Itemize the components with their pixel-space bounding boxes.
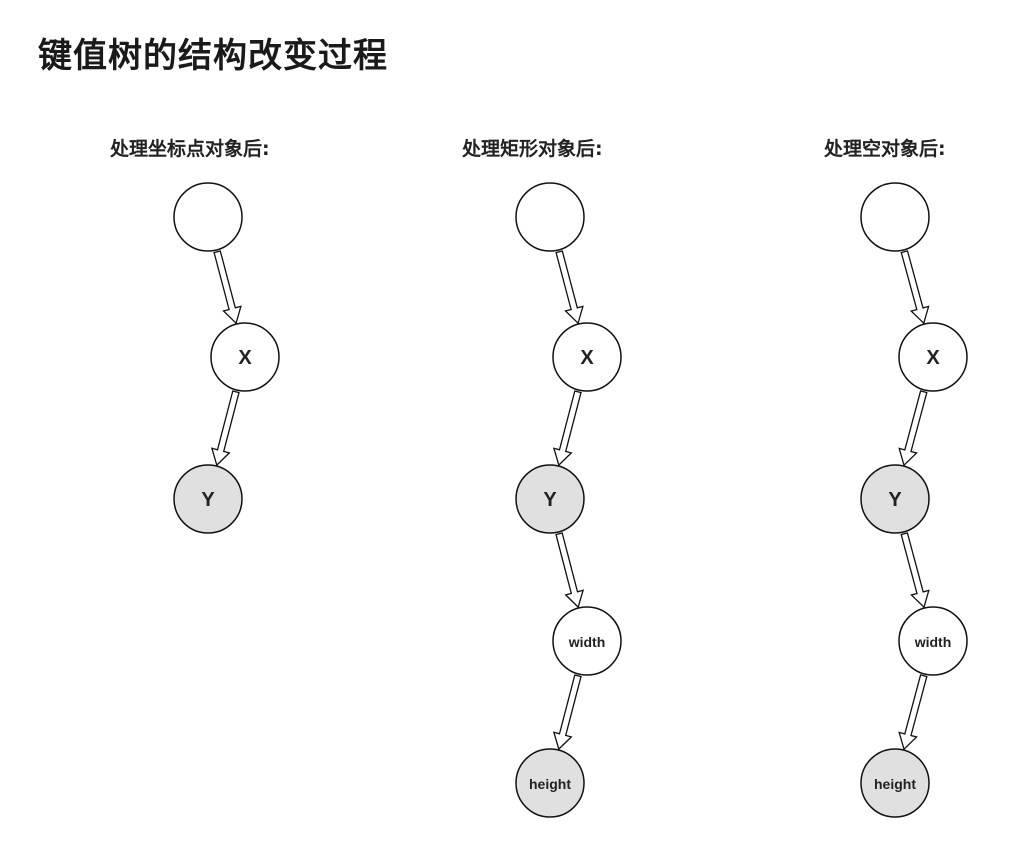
- node-label: Y: [888, 489, 902, 511]
- arrow-rectangle-3: [552, 674, 582, 751]
- tree-node: Y: [515, 464, 585, 534]
- node-circle: [860, 464, 930, 534]
- root-node: [860, 182, 930, 252]
- node-circle: [860, 182, 930, 252]
- tree-point: XY: [173, 182, 280, 534]
- arrow-empty-1: [898, 390, 928, 467]
- arrow-rectangle-1: [552, 390, 582, 467]
- arrow-rectangle-2: [555, 532, 585, 609]
- node-circle: [552, 322, 622, 392]
- node-circle: [515, 748, 585, 818]
- node-circle: [173, 464, 243, 534]
- node-circle: [860, 748, 930, 818]
- node-label: X: [580, 347, 594, 369]
- node-label: height: [874, 776, 916, 792]
- node-label: Y: [201, 489, 215, 511]
- root-node: [515, 182, 585, 252]
- node-label: X: [238, 347, 252, 369]
- node-circle: [173, 182, 243, 252]
- arrow-point-1: [210, 390, 240, 467]
- tree-node: X: [552, 322, 622, 392]
- tree-node: Y: [173, 464, 243, 534]
- tree-node: X: [210, 322, 280, 392]
- tree-node: width: [898, 606, 968, 676]
- arrow-point-0: [213, 250, 242, 325]
- tree-node: height: [515, 748, 585, 818]
- tree-node: Y: [860, 464, 930, 534]
- node-label: width: [914, 634, 952, 650]
- node-label: width: [568, 634, 606, 650]
- column-label-empty: 处理空对象后:: [824, 138, 946, 160]
- column-label-point: 处理坐标点对象后:: [110, 138, 270, 160]
- root-node: [173, 182, 243, 252]
- node-circle: [210, 322, 280, 392]
- node-label: X: [926, 347, 940, 369]
- column-label-rectangle: 处理矩形对象后:: [462, 138, 603, 160]
- arrow-empty-2: [900, 532, 930, 609]
- node-circle: [515, 182, 585, 252]
- node-circle: [898, 322, 968, 392]
- arrow-rectangle-0: [555, 250, 584, 325]
- page-title: 键值树的结构改变过程: [38, 36, 388, 76]
- node-label: Y: [543, 489, 557, 511]
- node-circle: [515, 464, 585, 534]
- arrow-empty-3: [898, 674, 928, 751]
- node-circle: [898, 606, 968, 676]
- tree-node: width: [552, 606, 622, 676]
- tree-node: height: [860, 748, 930, 818]
- node-circle: [552, 606, 622, 676]
- node-label: height: [529, 776, 571, 792]
- tree-node: X: [898, 322, 968, 392]
- arrow-empty-0: [900, 250, 930, 325]
